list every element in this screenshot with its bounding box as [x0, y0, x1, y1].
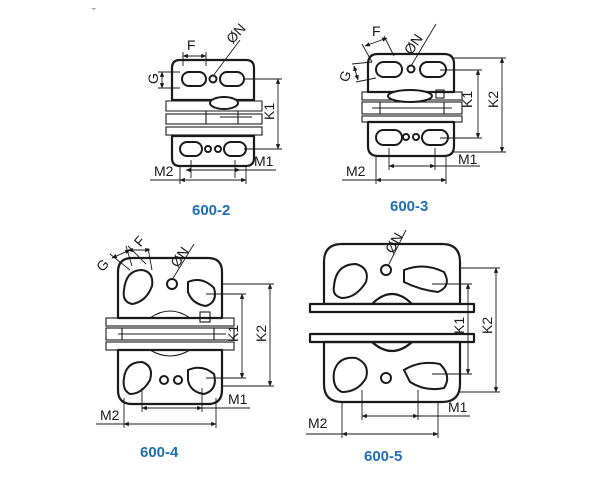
hinge-600-3-lower-leaf — [366, 120, 456, 158]
hinge-600-3-caption: 600-3 — [390, 198, 428, 215]
hinge-600-2-slot-left — [181, 71, 207, 87]
hinge-600-2-dim-f: F — [187, 37, 196, 53]
hinge-600-4-barrel-top — [149, 310, 191, 319]
hinge-600-3: F ØN G K1 K2 M1 M2 600-3 — [335, 23, 506, 215]
hinge-600-3-dim-f: F — [372, 23, 381, 39]
hinge-600-5-pin-hole — [380, 264, 392, 276]
hinge-600-4-barrel-bottom — [149, 349, 191, 357]
hinge-600-5-lower-slot-right — [402, 361, 449, 391]
hinge-600-4-dim-f: F — [131, 233, 149, 250]
hinge-600-2-dim-g: G — [145, 73, 161, 84]
hinge-600-3-dim-g: G — [335, 68, 354, 84]
hinge-600-2-barrel-detail — [205, 111, 252, 124]
hinge-600-2-dim-k1: K1 — [261, 103, 277, 120]
hinge-600-4-dim-n: ØN — [167, 244, 192, 270]
hinge-600-5-dim-k1: K1 — [451, 317, 467, 334]
hinge-600-3-pin-hole — [406, 64, 416, 74]
hinge-600-3-barrel-detail — [372, 102, 452, 114]
hinge-600-3-slot-right — [419, 61, 447, 78]
hinge-600-5-lower-slot-left — [332, 356, 368, 394]
hinge-600-5-bottom-plate — [308, 332, 476, 344]
hinge-600-4-lower-slot-left — [122, 360, 152, 396]
hinge-600-3-barrel-top — [387, 89, 433, 103]
hinge-600-4-dim-g: G — [93, 256, 112, 275]
hinge-600-3-slot-left — [375, 61, 403, 78]
hinge-600-2-caption: 600-2 — [192, 202, 230, 219]
hinge-600-5-barrel-top — [371, 292, 413, 305]
hinge-600-4-clip — [199, 311, 211, 323]
hinge-600-2-lower-hole-b — [214, 145, 222, 153]
hinge-600-2-upper-leaf — [170, 58, 256, 102]
hinge-600-4-barrel-detail — [118, 328, 226, 340]
hinge-600-2-lower-slot-left — [179, 141, 203, 157]
hinge-600-5-dim-m2: M2 — [308, 415, 328, 431]
hinge-600-5-barrel-bottom — [371, 341, 413, 353]
corner-mark: ˇ — [92, 7, 96, 19]
hinge-600-4-dim-k1: K1 — [225, 325, 241, 342]
hinge-600-4-caption: 600-4 — [140, 444, 179, 461]
hinge-600-4-pin-hole — [166, 278, 178, 290]
hinge-600-2-dim-n: ØN — [223, 20, 249, 46]
hinge-600-5: ØN K1 K2 M1 M2 600-5 — [306, 230, 500, 465]
hinge-600-5-caption: 600-5 — [364, 448, 402, 465]
hinge-600-4-lower-leaf — [116, 348, 224, 406]
hinge-600-3-barrel — [361, 101, 463, 115]
hinge-600-4-dim-m2: M2 — [100, 407, 120, 423]
hinge-600-5-slot-right — [403, 265, 448, 294]
hinge-600-2-lower-slot-right — [223, 141, 247, 157]
hinge-600-5-dim-m1: M1 — [448, 399, 468, 415]
hinge-600-5-top-plate — [308, 302, 476, 314]
hinge-600-4-bottom-flange — [105, 341, 235, 351]
hinge-600-4-upper-leaf — [116, 256, 224, 320]
hinge-600-5-upper-leaf — [322, 242, 462, 306]
hinge-600-4-lower-hole-b — [173, 375, 183, 385]
hinge-600-4-barrel — [105, 327, 235, 341]
hinge-600-3-lower-slot-left — [375, 129, 403, 146]
hinge-600-4-lower-hole-a — [159, 375, 169, 385]
hinge-600-4-dim-m1: M1 — [228, 391, 248, 407]
hinge-600-2-bottom-flange — [165, 126, 263, 136]
hinge-600-4-top-flange — [105, 317, 235, 327]
hinge-600-3-dim-k2: K2 — [485, 91, 501, 108]
hinge-600-2-pin-hole — [208, 74, 218, 84]
hinge-600-5-slot-left — [332, 262, 368, 300]
hinge-600-3-dim-m1: M1 — [458, 151, 478, 167]
hinge-600-5-dim-n: ØN — [382, 230, 406, 256]
hinge-600-2: F ØN G K1 M1 M2 600-2 — [145, 20, 282, 219]
hinge-600-3-lower-hole-a — [402, 133, 410, 141]
hinge-600-2-dim-m2: M2 — [154, 163, 174, 179]
hinge-600-4-slot-right — [187, 279, 216, 308]
hinge-600-5-lower-hole — [380, 372, 392, 384]
hinge-600-5-lower-leaf — [322, 340, 462, 404]
hinge-600-3-clip — [435, 89, 445, 99]
hinge-600-3-lower-slot-right — [421, 129, 449, 146]
hinge-600-5-dim-k2: K2 — [479, 317, 495, 334]
hinge-600-2-barrel — [165, 113, 263, 125]
hinge-600-4: G F ØN K1 K2 M1 M2 600-4 — [93, 233, 274, 461]
hinge-600-2-barrel-top — [209, 96, 239, 110]
hinge-600-3-dim-m2: M2 — [346, 163, 366, 179]
hinge-600-3-dim-k1: K1 — [459, 91, 475, 108]
hinge-600-3-lower-hole-b — [412, 133, 420, 141]
hinge-600-2-slot-right — [219, 71, 245, 87]
hinge-600-4-slot-left — [122, 268, 154, 306]
hinge-600-4-lower-slot-right — [187, 366, 216, 396]
hinge-600-2-dim-m1: M1 — [254, 153, 274, 169]
hinge-600-4-dim-k2: K2 — [253, 325, 269, 342]
hinge-600-2-lower-hole-a — [204, 145, 212, 153]
